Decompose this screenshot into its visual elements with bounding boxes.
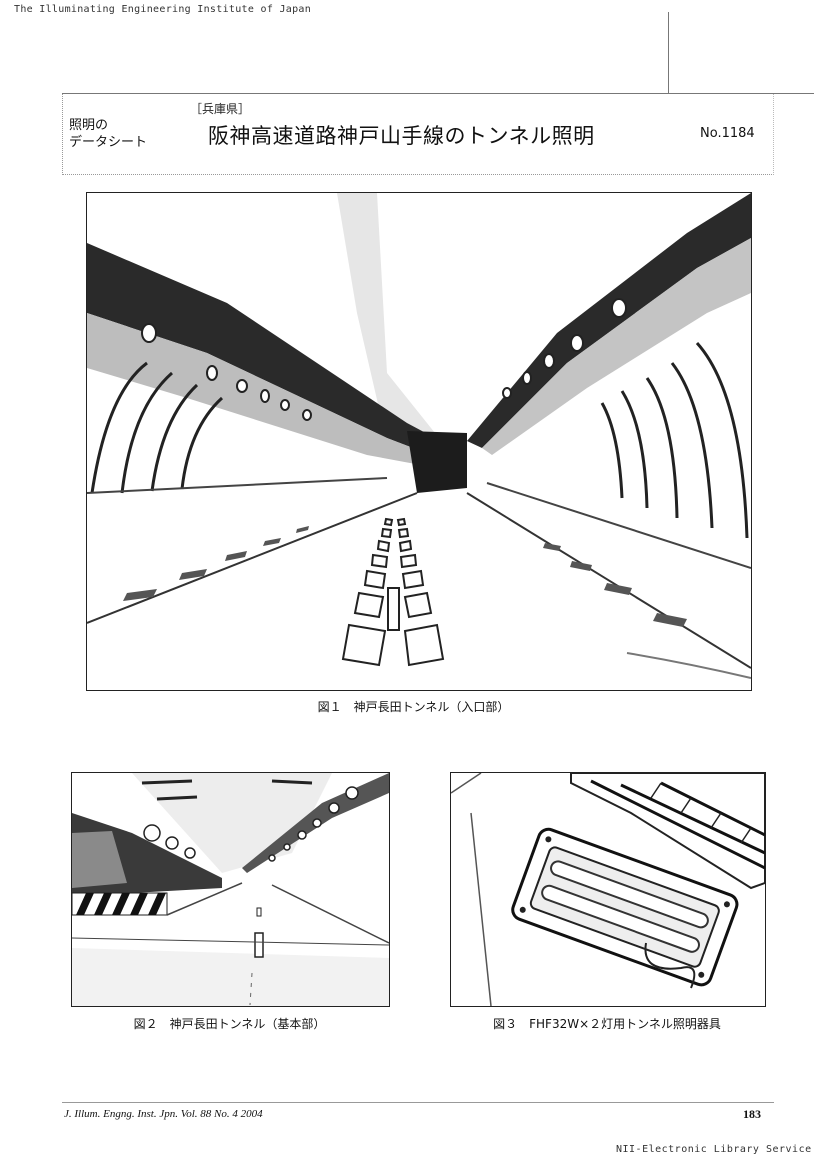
organization-name: The Illuminating Engineering Institute o… [14, 4, 312, 15]
figure-2-caption: 図２ 神戸長田トンネル（基本部） [133, 1017, 326, 1031]
library-service-label: NII-Electronic Library Service [616, 1144, 812, 1155]
figure-1-caption: 図１ 神戸長田トンネル（入口部） [317, 700, 510, 714]
page-number: 183 [743, 1107, 761, 1121]
prefecture-label: ［兵庫県］ [190, 102, 251, 116]
tunnel-entrance-illustration [87, 193, 751, 690]
datasheet-number: No.1184 [700, 126, 755, 141]
figure-2-photo [71, 772, 390, 1007]
vertical-rule [668, 12, 669, 94]
header-rule [62, 93, 814, 94]
tunnel-luminaire-illustration [451, 773, 765, 1006]
figure-1-photo [86, 192, 752, 691]
footer-rule [62, 1102, 774, 1103]
figure-3-photo [450, 772, 766, 1007]
series-label: 照明の データシート [69, 118, 148, 150]
figure-3-caption: 図３ FHF32W×２灯用トンネル照明器具 [493, 1017, 721, 1031]
journal-citation: J. Illum. Engng. Inst. Jpn. Vol. 88 No. … [64, 1108, 263, 1120]
tunnel-basic-section-illustration [72, 773, 389, 1006]
header-box [62, 94, 774, 175]
page-title: 阪神高速道路神戸山手線のトンネル照明 [208, 124, 595, 148]
